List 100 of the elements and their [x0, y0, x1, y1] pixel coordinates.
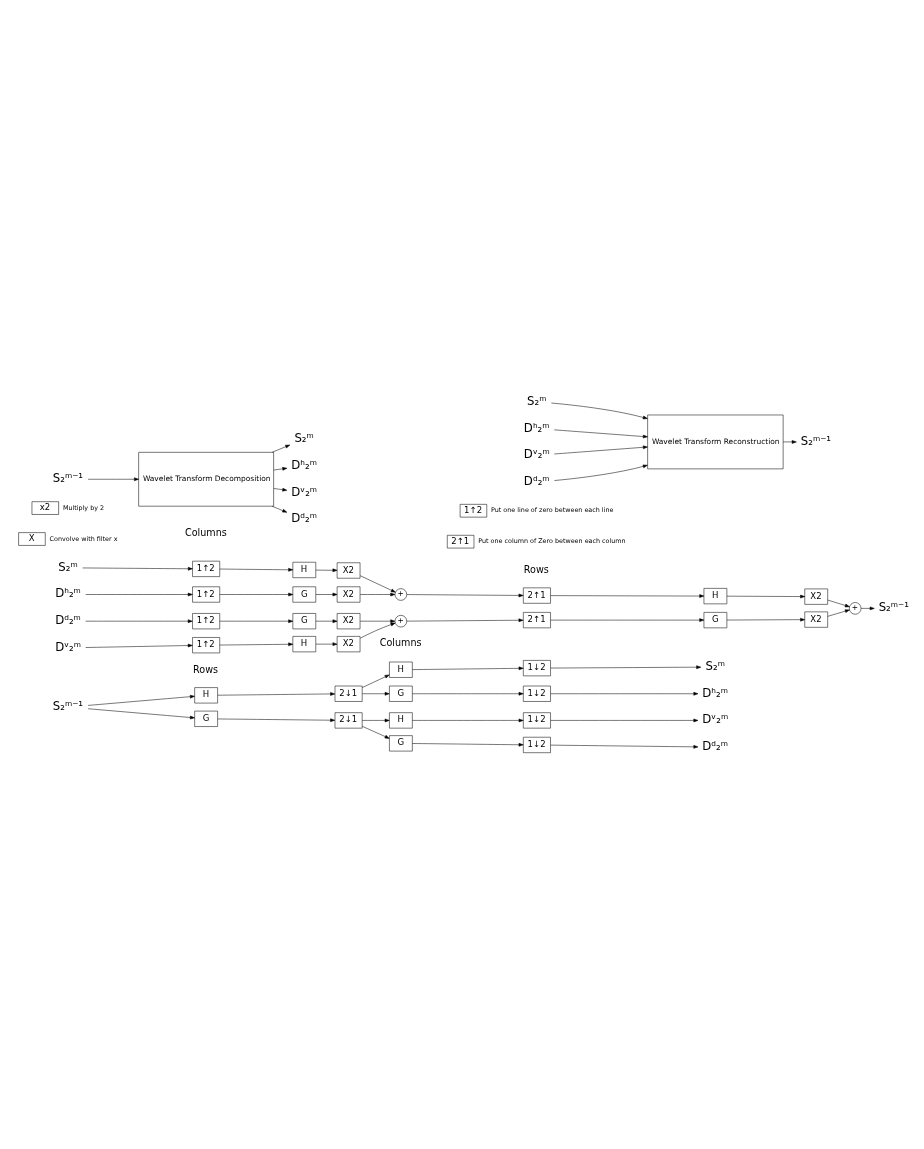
label: Columns: [379, 637, 422, 649]
node-text: Dʰ₂ᵐ: [701, 685, 728, 700]
arrow: [87, 477, 139, 482]
arrow: [84, 643, 193, 648]
node-box: 1↑2: [191, 586, 220, 603]
node-box: 1↓2: [522, 685, 551, 702]
node-box: X2: [336, 562, 360, 579]
arrow: [826, 599, 850, 608]
arrow: [84, 619, 193, 623]
node-text: S₂ᵐ⁻¹: [52, 471, 83, 486]
arrow: [87, 708, 195, 720]
node-box: 1↓2: [522, 712, 551, 729]
node-box: G: [193, 710, 218, 727]
node-box: G: [388, 735, 413, 752]
node-text: S₂ᵐ⁻¹: [800, 433, 831, 448]
arrow: [273, 467, 287, 471]
node-box: H: [388, 712, 413, 729]
arrow: [549, 744, 698, 749]
arrow: [411, 692, 523, 696]
node-text: Dᵛ₂ᵐ: [701, 712, 728, 727]
arrow: [315, 642, 337, 646]
node-box: 2↓1: [334, 685, 362, 702]
arrow: [553, 464, 648, 481]
node-text: Dᵈ₂ᵐ: [54, 613, 81, 628]
arrow: [271, 444, 290, 453]
node-box: H: [292, 561, 316, 578]
node-box: G: [388, 685, 413, 702]
arrow: [406, 593, 523, 598]
node-text: S₂ᵐ⁻¹: [52, 699, 83, 714]
node-text: Dʰ₂ᵐ: [290, 457, 317, 472]
node-text: Dᵛ₂ᵐ: [54, 639, 81, 654]
node-box: G: [292, 586, 316, 603]
arrow: [219, 592, 293, 597]
arrow: [84, 592, 193, 597]
node-box: 1↓2: [522, 660, 551, 677]
arrow: [726, 617, 805, 622]
arrow: [411, 743, 523, 747]
arrow: [549, 594, 704, 598]
node-box: 1↑2: [191, 613, 220, 630]
node-text: Dʰ₂ᵐ: [54, 586, 81, 601]
arrow: [549, 618, 704, 622]
node-box: X2: [336, 586, 360, 603]
node-text: S₂ᵐ: [293, 431, 314, 446]
node-box: X: [17, 532, 46, 546]
node-text: S₂ᵐ: [526, 393, 547, 408]
arrow: [359, 619, 395, 623]
arrow: [553, 445, 648, 455]
arrow: [219, 568, 293, 572]
node-text: S₂ᵐ⁻¹: [878, 600, 909, 615]
node-box: H: [388, 661, 413, 678]
arrow: [361, 718, 390, 723]
node-box: X2: [804, 611, 828, 628]
arrow: [553, 429, 648, 439]
arrow: [217, 718, 335, 722]
node-box: X2: [336, 636, 360, 653]
node-box: 1↓2: [522, 736, 551, 753]
node-box: H: [292, 636, 316, 653]
node-text: Dʰ₂ᵐ: [523, 420, 550, 435]
node-box: 2↑1: [522, 587, 551, 604]
node-box: X2: [804, 588, 828, 605]
arrow: [315, 592, 337, 597]
arrow: [217, 692, 335, 696]
arrow: [359, 575, 396, 593]
arrow: [406, 618, 523, 622]
node-text: S₂ᵐ: [705, 659, 725, 674]
arrow: [826, 609, 850, 617]
arrow: [549, 665, 701, 669]
node-box: 2↑1: [522, 612, 551, 629]
arrow: [81, 567, 193, 571]
arrow: [219, 642, 293, 647]
node-box: 1↑2: [459, 504, 487, 518]
node-box: X2: [336, 613, 360, 630]
arrow: [315, 619, 337, 623]
label: Rows: [523, 563, 549, 575]
arrow: [860, 606, 875, 611]
arrow: [271, 505, 287, 513]
node-box: 1↑2: [191, 560, 220, 577]
arrow: [315, 568, 337, 573]
arrow: [361, 692, 390, 696]
node-box: x2: [31, 501, 59, 515]
arrow: [219, 619, 293, 623]
node-box: 1↑2: [191, 637, 220, 654]
arrow: [361, 726, 390, 739]
node-box: G: [703, 612, 727, 629]
node-box: 2↑1: [446, 535, 474, 549]
arrow: [359, 592, 395, 597]
arrow: [550, 402, 648, 420]
node-box: 2↓1: [334, 712, 362, 729]
arrow: [549, 692, 698, 696]
node-text: Dᵈ₂ᵐ: [523, 473, 550, 488]
node-box: G: [292, 613, 316, 630]
label: Rows: [192, 663, 218, 675]
node-text: S₂ᵐ: [57, 559, 78, 574]
node-text: Dᵛ₂ᵐ: [290, 484, 317, 499]
node-text: Dᵈ₂ᵐ: [701, 739, 728, 754]
arrow: [782, 440, 797, 444]
arrow: [411, 718, 523, 723]
arrow: [87, 694, 195, 706]
arrow: [726, 594, 805, 599]
node-text: Dᵈ₂ᵐ: [290, 511, 317, 526]
